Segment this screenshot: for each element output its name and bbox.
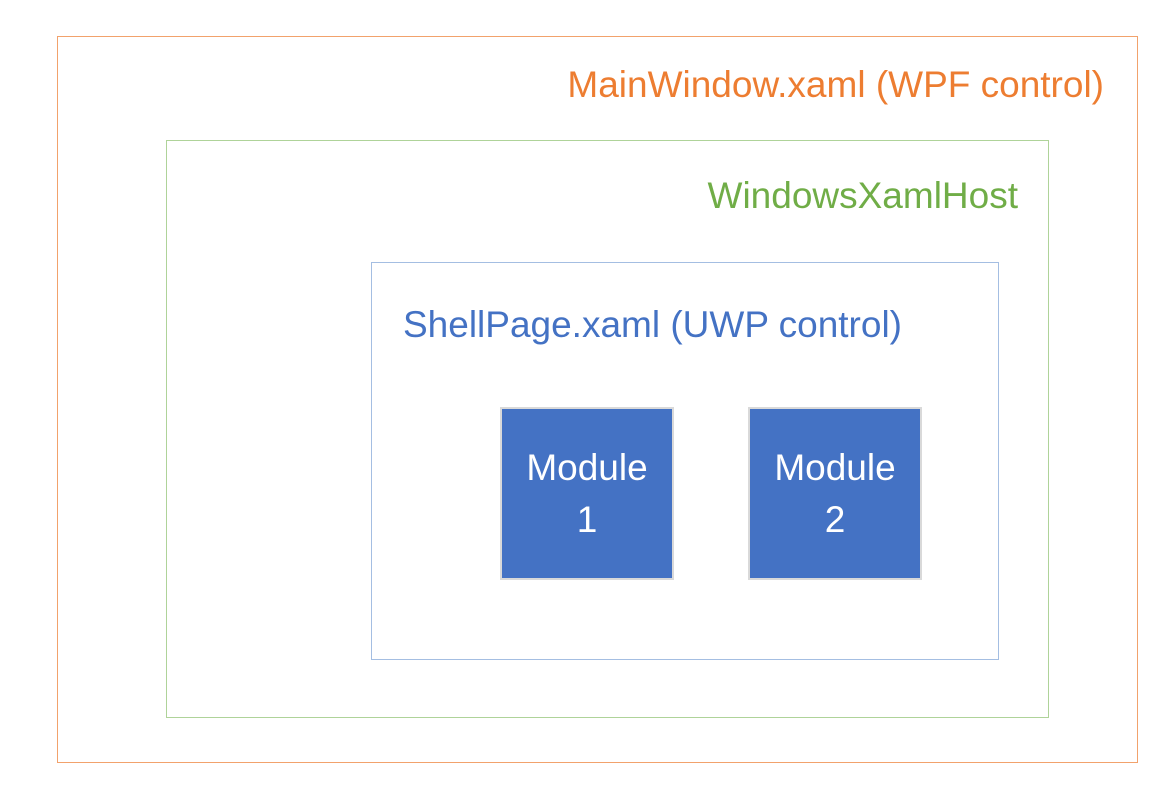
module-1-box: Module 1 bbox=[500, 407, 674, 580]
module-1-label-line1: Module bbox=[526, 446, 648, 488]
module-2-label-line1: Module bbox=[774, 446, 896, 488]
module-1-label-line2: 1 bbox=[576, 498, 598, 540]
xamlhost-box bbox=[166, 140, 1049, 718]
mainwindow-box bbox=[57, 36, 1138, 763]
module-2-label-line2: 2 bbox=[824, 498, 846, 540]
shellpage-box bbox=[371, 262, 999, 660]
mainwindow-label: MainWindow.xaml (WPF control) bbox=[567, 64, 1104, 105]
shellpage-label: ShellPage.xaml (UWP control) bbox=[403, 304, 902, 345]
xamlhost-label: WindowsXamlHost bbox=[707, 175, 1018, 216]
module-2-box: Module 2 bbox=[748, 407, 922, 580]
